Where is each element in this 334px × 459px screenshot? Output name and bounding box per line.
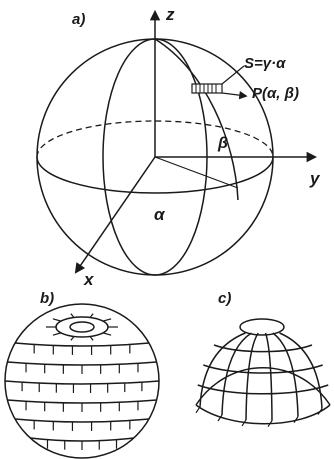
meridian-foot (267, 420, 273, 428)
dome-meridian (245, 332, 259, 420)
dome-rim (195, 404, 331, 425)
meridian-foot (195, 406, 201, 414)
cap-tick (70, 336, 75, 341)
cap-tick (89, 336, 94, 341)
z-axis-label: z (165, 5, 175, 24)
dome-meridian (272, 332, 299, 417)
dome-latitudes (197, 344, 329, 395)
meridian-foot (217, 414, 223, 422)
surface-element (191, 83, 223, 94)
panel-a: a) z y x α β (36, 5, 321, 289)
equator-front (36, 156, 274, 194)
cap-tick (52, 318, 62, 322)
hemisphere-grid (195, 318, 331, 428)
beta-label: β (217, 135, 228, 152)
cap-tick (102, 332, 112, 336)
dome-meridian (264, 332, 273, 421)
tile-divisions (21, 313, 143, 450)
meridian-foot (317, 408, 323, 415)
panel-a-label: a) (72, 11, 85, 28)
formula-pointer (221, 65, 245, 85)
dome-latitude (203, 364, 323, 374)
dome-meridian (279, 332, 323, 409)
panel-c-label: c) (218, 290, 231, 307)
panel-c: c) (195, 290, 331, 428)
y-axis-label: y (309, 169, 321, 188)
point-label: P(α, β) (252, 85, 299, 102)
latitude-line (30, 437, 134, 442)
meridian-p (154, 38, 239, 201)
latitude-bands (4, 342, 160, 442)
cap-tick (70, 313, 75, 318)
sphere-b-outline (4, 303, 160, 459)
dome-meridian (199, 332, 246, 407)
dome-top (239, 318, 285, 336)
dome-latitude (213, 344, 313, 353)
formula-label: S=γ·α (244, 55, 286, 72)
cap-ring (55, 316, 109, 338)
latitude-line (7, 399, 157, 404)
meridian-left (102, 38, 156, 276)
pole-cap (69, 321, 95, 333)
latitude-line (7, 361, 157, 366)
latitude-line (4, 380, 160, 385)
x-axis (74, 156, 156, 274)
point-arrow (221, 90, 248, 100)
equator-back (36, 120, 274, 158)
panel-b-label: b) (40, 290, 54, 307)
x-axis-label: x (83, 270, 95, 289)
cap-tick (52, 332, 62, 336)
latitude-line (14, 342, 150, 347)
alpha-label: α (154, 205, 166, 224)
dome-latitude (197, 384, 329, 395)
latitude-line (14, 418, 150, 423)
meridian-foot (241, 419, 247, 427)
panel-b: b) (4, 290, 160, 459)
dome-meridian (221, 332, 252, 416)
dome-meridians (195, 332, 323, 428)
cap-tick (89, 313, 94, 318)
tiled-sphere (4, 303, 160, 459)
meridian-foot (293, 416, 299, 423)
cap-tick (102, 318, 112, 322)
radius-line (154, 156, 239, 189)
